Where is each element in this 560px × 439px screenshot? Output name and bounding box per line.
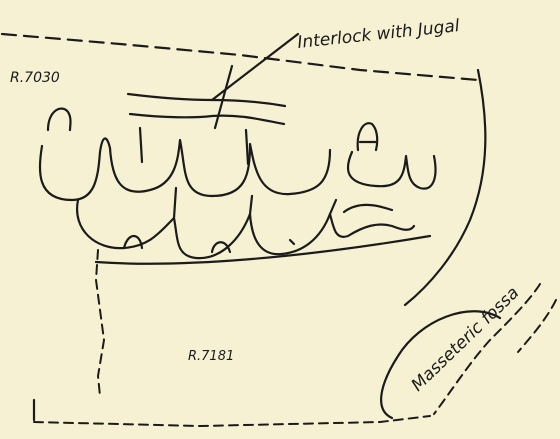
- mandible-front-outline: [96, 250, 104, 396]
- tooth-notch-c: [290, 240, 294, 244]
- specimen-upper-label: R.7030: [10, 70, 60, 86]
- upper-teeth-row: [40, 138, 330, 200]
- tooth-cusp-right: [358, 123, 378, 150]
- interlock-line-upper: [128, 94, 285, 106]
- mandible-bottom-outline: [34, 416, 430, 426]
- upper-teeth-seam: [140, 128, 248, 164]
- specimen-lower-label: R.7181: [188, 349, 234, 364]
- tooth-notch-b: [212, 242, 230, 252]
- lower-teeth-row: [77, 200, 414, 258]
- tooth-cusp-left: [48, 109, 71, 130]
- molar-notch-right: [344, 205, 392, 212]
- upper-molar-right: [348, 152, 435, 189]
- interlock-line-lower: [130, 114, 284, 124]
- interlock-label: Interlock with Jugal: [296, 16, 460, 53]
- fossa-label: Masseteric fossa: [408, 283, 524, 396]
- masseteric-fossa-dashed-outer: [518, 300, 556, 352]
